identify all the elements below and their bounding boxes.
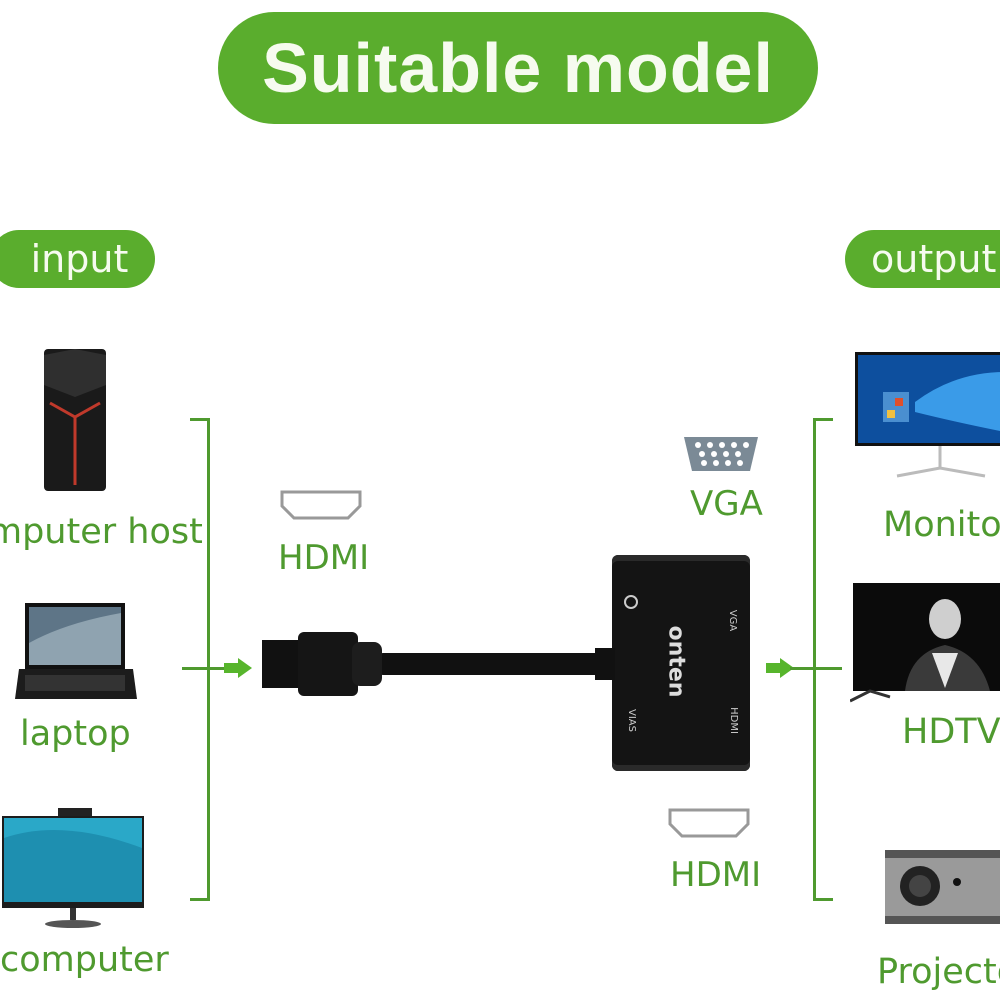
adapter-brand: onten — [663, 625, 689, 698]
output-bracket-top — [813, 418, 833, 421]
input-arrow-head — [238, 658, 252, 678]
output-badge-text: output — [871, 237, 997, 281]
adapter-cable-entry — [595, 648, 615, 680]
adapter-audio-label: VIAS — [625, 709, 637, 732]
input-device-computer-host — [40, 345, 110, 495]
input-arrow — [224, 663, 238, 673]
input-device-label: computer — [0, 940, 169, 980]
output-device-monitor — [855, 352, 1000, 482]
input-device-laptop — [15, 603, 137, 701]
monitor-icon — [855, 352, 1000, 478]
output-device-label: Monito — [883, 505, 1000, 545]
hdmi-input-port-icon — [280, 490, 362, 520]
all-in-one-computer-icon — [2, 808, 144, 928]
output-connector — [790, 667, 842, 670]
projector-icon — [885, 850, 1000, 924]
adapter-vga-label: VGA — [727, 609, 739, 632]
input-bracket-top — [190, 418, 210, 421]
title-text: Suitable model — [262, 29, 774, 107]
output-arrow-head — [780, 658, 794, 678]
output-device-hdtv — [849, 583, 1000, 703]
input-bracket-bottom — [190, 898, 210, 901]
input-device-computer — [2, 808, 144, 930]
output-bracket — [813, 418, 816, 900]
input-device-label: mputer host — [0, 512, 203, 552]
laptop-icon — [15, 603, 137, 699]
tv-icon — [849, 583, 1000, 703]
hdmi-output-port-icon — [668, 808, 750, 838]
output-badge: output — [845, 230, 1000, 288]
vga-port-icon — [684, 437, 758, 471]
tower-pc-icon — [44, 349, 106, 491]
output-device-label: Projecto — [877, 952, 1000, 992]
title-banner: Suitable model — [218, 12, 818, 124]
hdmi-input-label: HDMI — [278, 538, 370, 578]
output-bracket-bottom — [813, 898, 833, 901]
adapter-hdmi-label: HDMI — [727, 707, 739, 734]
hdmi-plug-icon — [262, 632, 382, 696]
adapter-body: onten VGA HDMI VIAS — [612, 555, 750, 771]
output-arrow — [766, 663, 780, 673]
vga-output-label: VGA — [690, 484, 763, 524]
input-connector — [182, 667, 227, 670]
output-device-projector — [885, 848, 1000, 928]
output-device-label: HDTV — [902, 712, 1000, 752]
input-badge-text: input — [30, 237, 129, 281]
audio-jack-icon — [624, 595, 638, 609]
hdmi-output-label: HDMI — [670, 855, 762, 895]
hdmi-cable — [375, 653, 625, 675]
input-badge: input — [0, 230, 155, 288]
input-bracket — [207, 418, 210, 900]
input-device-label: laptop — [20, 714, 131, 754]
